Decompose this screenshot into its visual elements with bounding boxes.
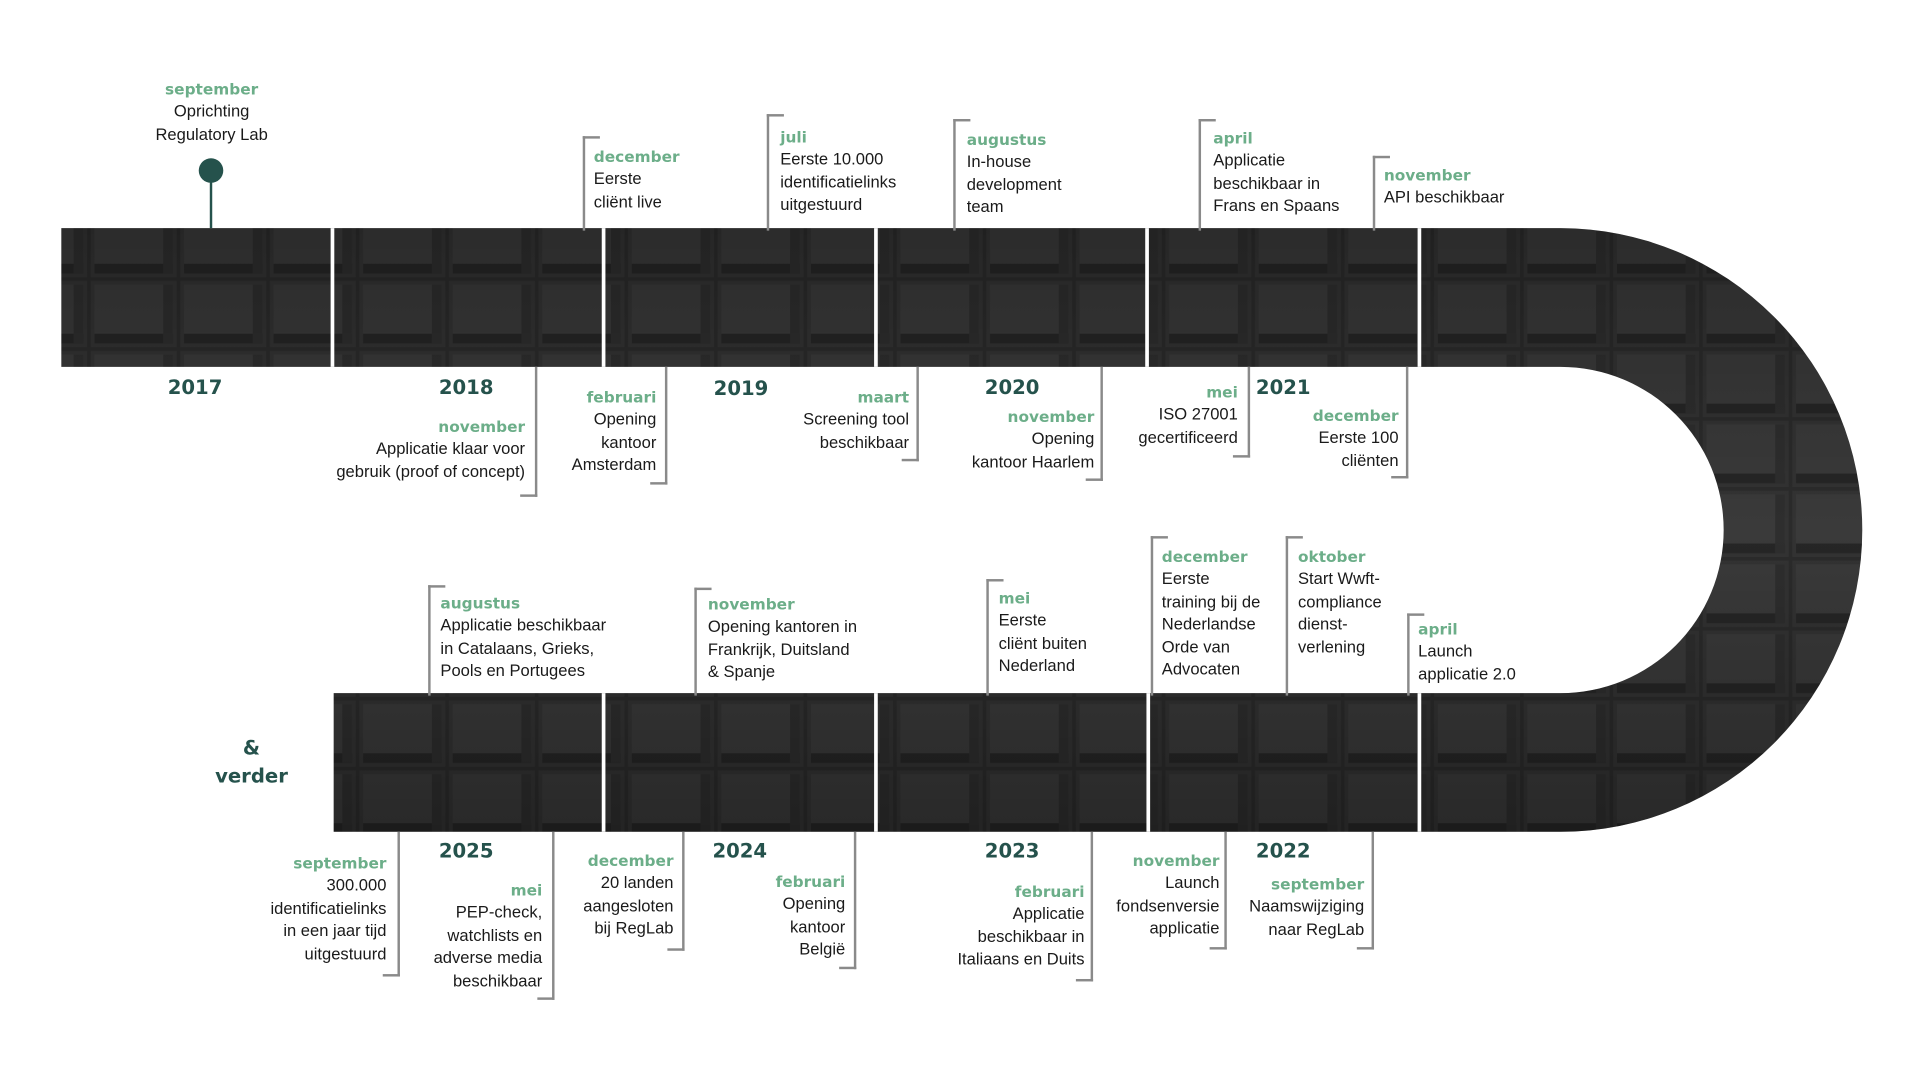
year-label-2022: 2022 (1255, 839, 1311, 863)
bracket (953, 118, 971, 231)
bracket (1085, 366, 1103, 481)
bracket (1391, 366, 1409, 479)
bracket (1150, 536, 1168, 696)
year-label-2018: 2018 (438, 375, 494, 399)
bracket (1407, 613, 1425, 696)
bracket (667, 831, 685, 951)
bracket (901, 366, 919, 462)
bracket (694, 587, 712, 696)
bracket (582, 136, 600, 231)
bracket (382, 831, 400, 977)
bracket (1198, 118, 1216, 231)
year-label-2025: 2025 (438, 839, 494, 863)
start-pin-line (209, 179, 213, 229)
bracket (1075, 831, 1094, 982)
bracket (1209, 831, 1227, 950)
year-label-2023: 2023 (984, 839, 1040, 863)
bracket (650, 366, 668, 485)
year-label-2017: 2017 (167, 375, 223, 399)
year-label-2019: 2019 (713, 376, 769, 400)
bracket (1372, 155, 1390, 231)
year-label-2024: 2024 (712, 839, 768, 863)
bracket (537, 831, 555, 1000)
bracket (766, 114, 784, 231)
bracket (839, 831, 857, 970)
bracket (1285, 536, 1303, 696)
bracket (520, 366, 538, 497)
tail-label: & verder (215, 736, 288, 788)
start-pin-dot (198, 158, 224, 183)
bracket (986, 579, 1004, 696)
year-label-2021: 2021 (1255, 375, 1311, 399)
bracket (1232, 366, 1251, 458)
bracket (1356, 831, 1375, 950)
year-label-2020: 2020 (984, 375, 1040, 399)
bracket (428, 585, 446, 696)
